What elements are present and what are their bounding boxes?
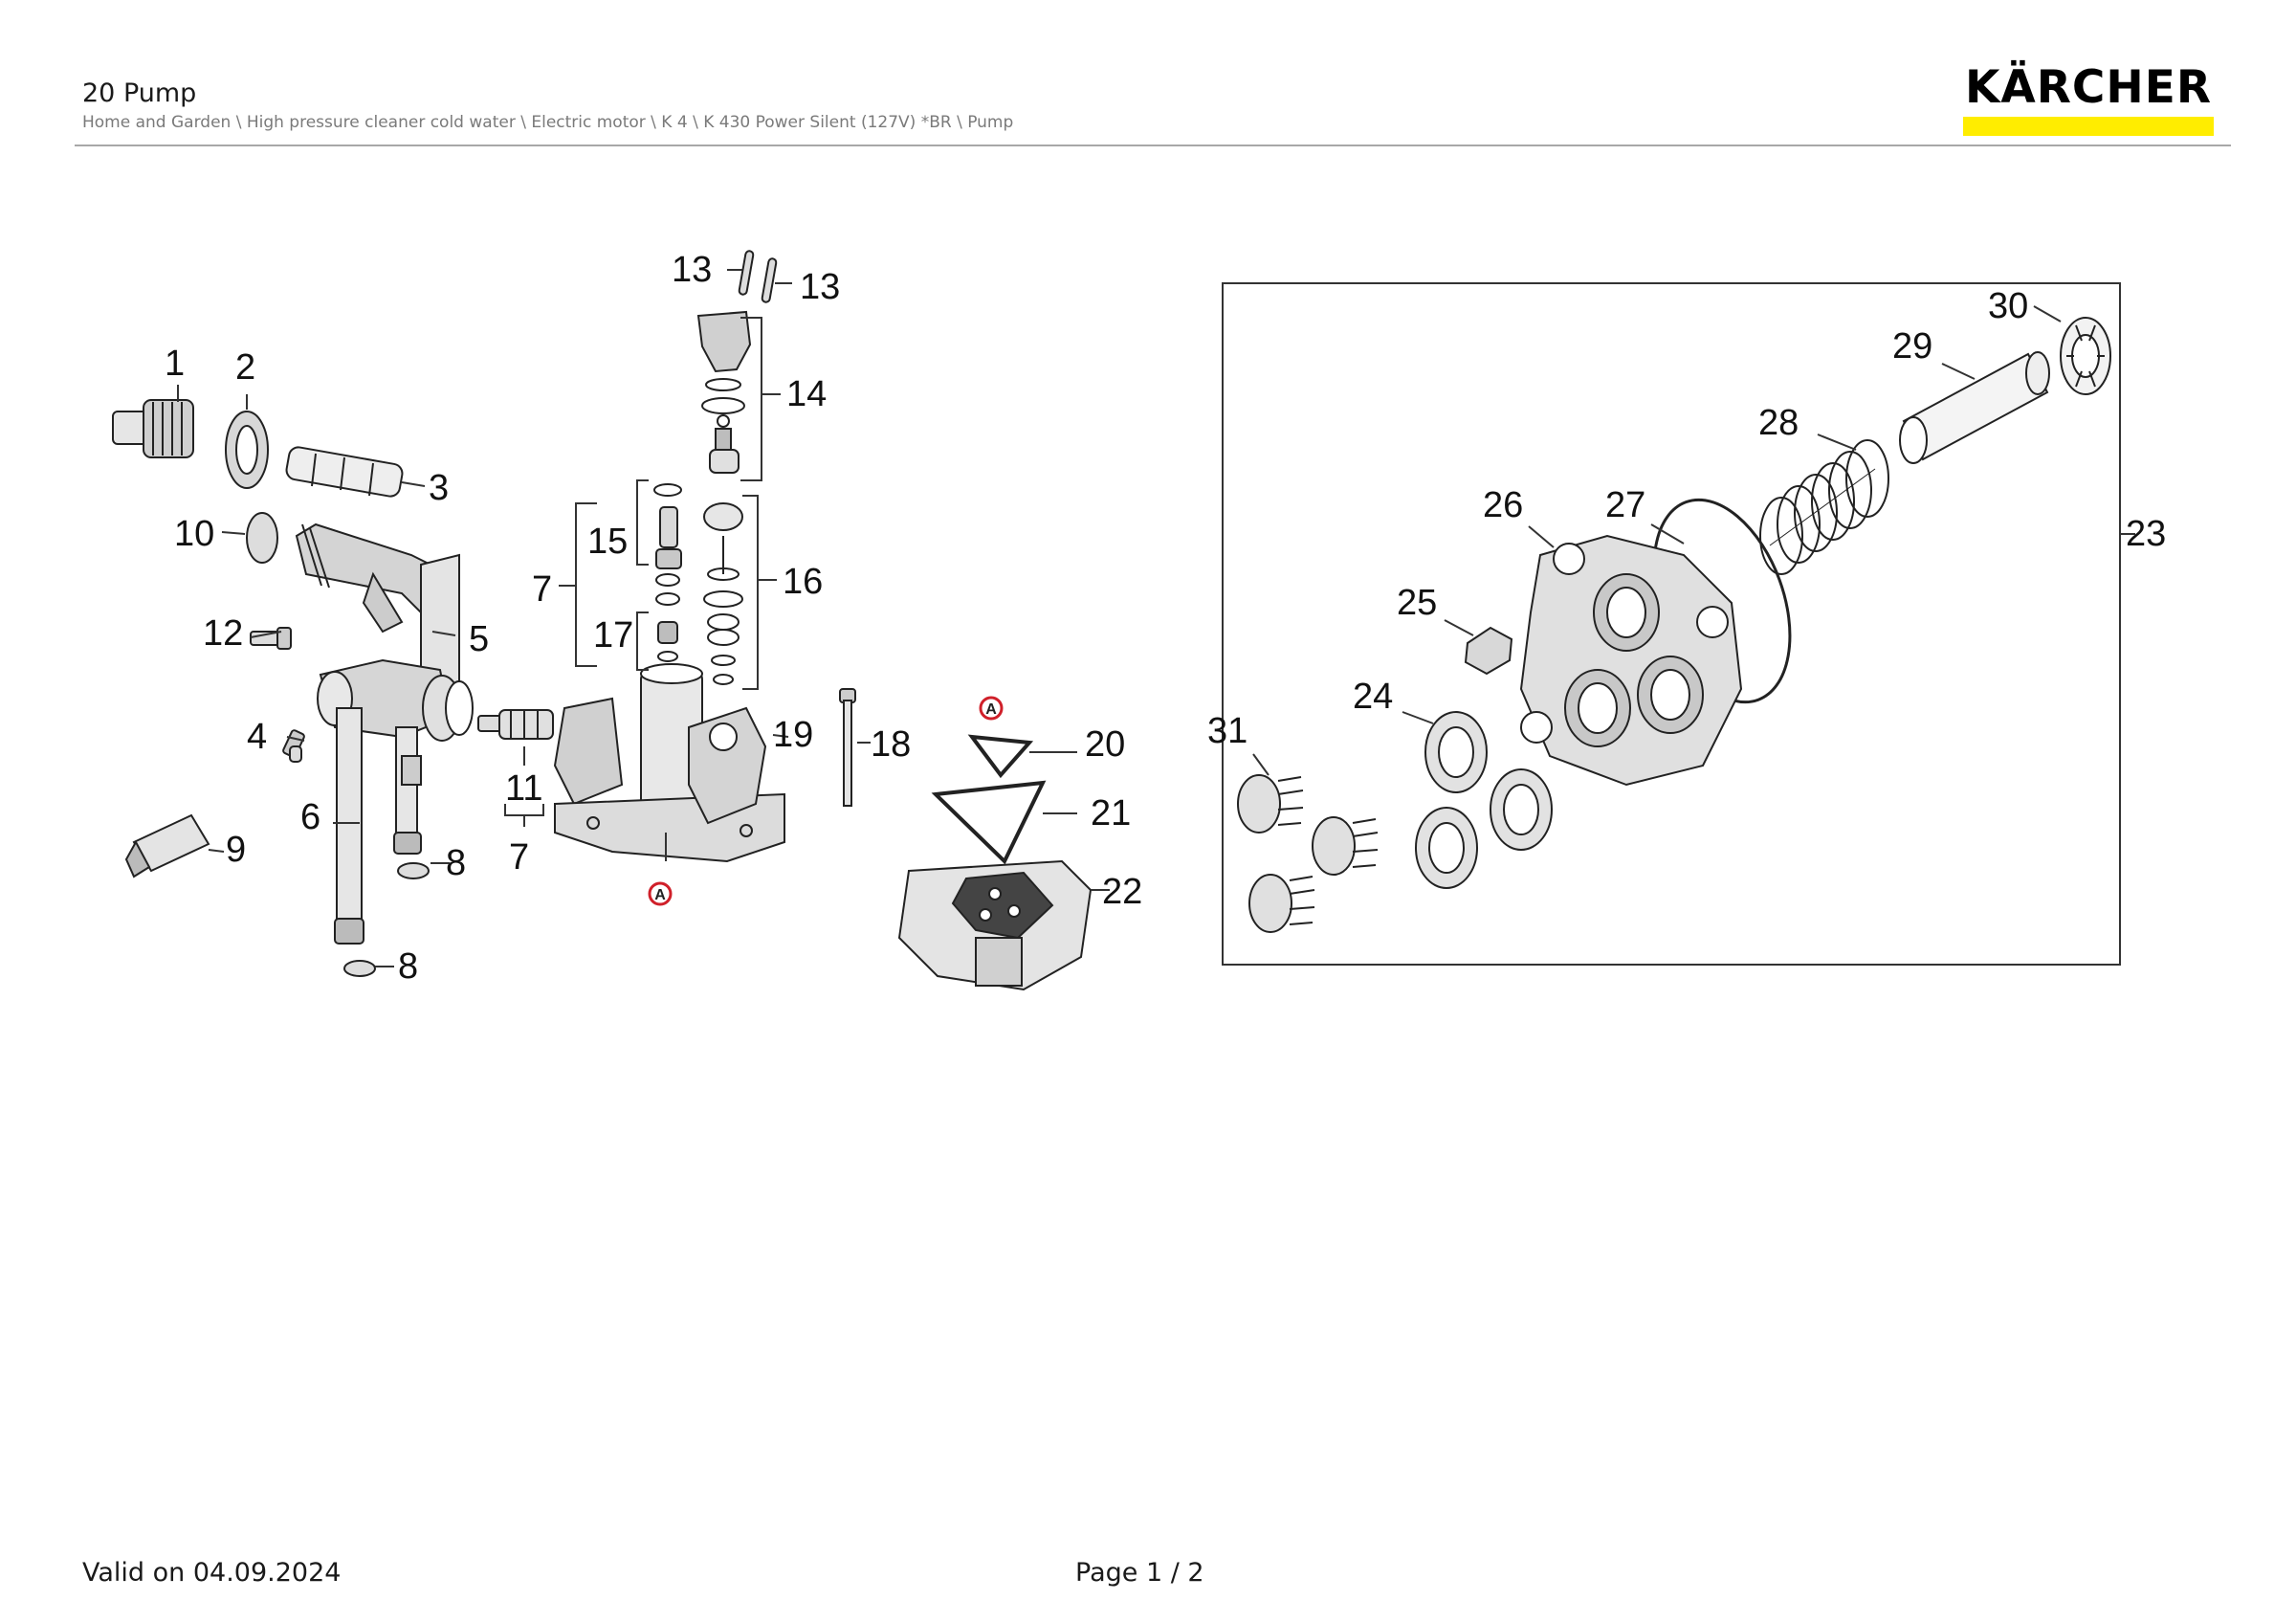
callout-17: 17 bbox=[593, 615, 633, 656]
callout-12: 12 bbox=[203, 613, 243, 654]
part-16-valve-stack bbox=[703, 502, 743, 685]
part-10-oring bbox=[246, 512, 278, 564]
part-28-spring bbox=[1759, 439, 1889, 575]
part-3-filter bbox=[285, 446, 404, 498]
part-31-valves bbox=[1237, 774, 1379, 933]
part-8-oring-upper bbox=[397, 862, 430, 879]
logo-wordmark: KÄRCHER bbox=[1964, 61, 2213, 114]
part-drawings bbox=[112, 250, 2121, 991]
part-22-cylinder-head bbox=[897, 859, 1093, 991]
breadcrumb: Home and Garden \ High pressure cleaner … bbox=[82, 113, 1014, 132]
page-title: 20 Pump bbox=[82, 78, 197, 108]
callout-19: 19 bbox=[773, 715, 813, 755]
part-1-hose-connector bbox=[112, 399, 194, 458]
part-8-oring-lower bbox=[343, 960, 376, 977]
callout-8-lower: 8 bbox=[398, 946, 418, 987]
callout-22: 22 bbox=[1102, 872, 1142, 912]
marker-a-upper: A bbox=[979, 696, 1004, 721]
callout-6: 6 bbox=[300, 797, 320, 837]
callout-7-lower: 7 bbox=[509, 837, 529, 878]
part-6-pipe-manifold bbox=[317, 658, 474, 945]
valid-date: Valid on 04.09.2024 bbox=[82, 1558, 342, 1588]
callout-28: 28 bbox=[1758, 403, 1799, 443]
callout-9: 9 bbox=[226, 830, 246, 870]
svg-text:A: A bbox=[654, 887, 666, 903]
callout-14: 14 bbox=[786, 374, 827, 414]
part-20-seal bbox=[967, 734, 1034, 779]
part-5-inlet-pipe bbox=[295, 522, 460, 700]
callout-1: 1 bbox=[165, 344, 185, 384]
part-18-long-screw bbox=[839, 688, 856, 807]
part-25-nut bbox=[1464, 626, 1513, 676]
callout-31: 31 bbox=[1207, 711, 1247, 751]
callout-labels: 1 2 3 4 5 6 7 7 8 8 9 10 11 12 13 13 14 … bbox=[165, 250, 2166, 987]
callout-27: 27 bbox=[1605, 485, 1645, 525]
callout-18: 18 bbox=[871, 724, 911, 765]
part-2-seal-ring bbox=[225, 411, 269, 489]
part-15-valve-stack bbox=[653, 483, 682, 662]
part-11-valve bbox=[477, 709, 554, 740]
page-number: Page 1 / 2 bbox=[1075, 1558, 1204, 1588]
callout-25: 25 bbox=[1397, 583, 1437, 623]
part-24-seals bbox=[1415, 711, 1553, 889]
karcher-logo: KÄRCHER bbox=[1963, 61, 2214, 138]
callout-4: 4 bbox=[247, 717, 267, 757]
leader-lines bbox=[177, 269, 2135, 967]
callout-5: 5 bbox=[469, 619, 489, 659]
part-13-pins bbox=[738, 250, 778, 303]
part-12-screw bbox=[250, 627, 292, 650]
part-29-piston bbox=[1899, 351, 2050, 464]
callout-16: 16 bbox=[783, 562, 823, 602]
part-30-washer bbox=[2060, 317, 2111, 395]
callout-13-right: 13 bbox=[800, 267, 840, 307]
svg-text:A: A bbox=[985, 701, 997, 718]
callout-11: 11 bbox=[505, 768, 542, 809]
callout-20: 20 bbox=[1085, 724, 1125, 765]
callout-3: 3 bbox=[429, 468, 449, 508]
callout-24: 24 bbox=[1353, 677, 1393, 717]
logo-yellow-bar bbox=[1963, 117, 2214, 136]
callout-10: 10 bbox=[174, 514, 214, 554]
callout-29: 29 bbox=[1892, 326, 1932, 367]
callout-23: 23 bbox=[2126, 514, 2166, 554]
callout-21: 21 bbox=[1091, 793, 1131, 834]
part-7-pump-head bbox=[553, 663, 785, 863]
marker-a-lower: A bbox=[648, 881, 673, 906]
part-26-housing bbox=[1519, 534, 1743, 787]
part-4-screw bbox=[282, 729, 305, 763]
callout-13-left: 13 bbox=[672, 250, 712, 290]
callout-15: 15 bbox=[587, 522, 628, 562]
callout-2: 2 bbox=[235, 347, 255, 388]
callout-7-upper: 7 bbox=[532, 569, 552, 610]
part-9-grease-tube bbox=[124, 813, 210, 878]
part-14-valve bbox=[696, 310, 752, 474]
detail-frame-23 bbox=[1222, 282, 2121, 966]
callout-8-upper: 8 bbox=[446, 843, 466, 883]
part-21-seal bbox=[931, 780, 1047, 865]
header-divider bbox=[75, 145, 2231, 146]
exploded-parts-diagram: A A 1 2 3 4 5 6 7 7 8 8 9 10 11 12 13 13… bbox=[112, 250, 2166, 991]
callout-26: 26 bbox=[1483, 485, 1523, 525]
callout-30: 30 bbox=[1988, 286, 2028, 326]
